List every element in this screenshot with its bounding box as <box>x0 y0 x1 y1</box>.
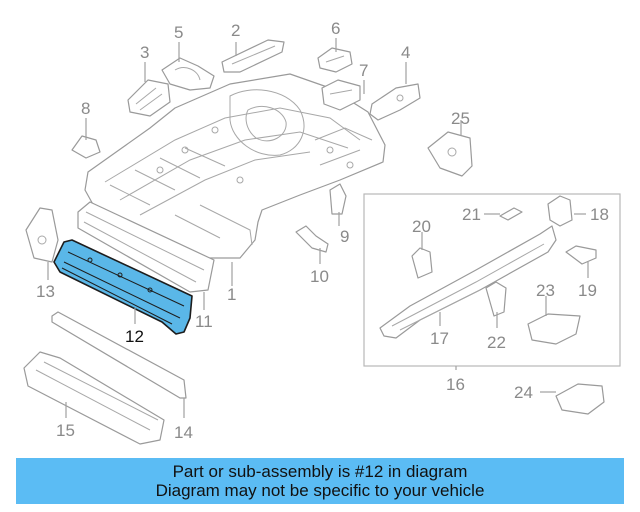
callout-10: 10 <box>310 267 329 286</box>
bracket-part-8[interactable] <box>71 135 101 159</box>
bracket-part-25[interactable] <box>427 131 473 177</box>
bracket-part-10[interactable] <box>295 225 329 253</box>
callout-18: 18 <box>590 205 609 224</box>
callout-numbers: 1 2 3 4 5 6 7 8 9 10 11 12 13 14 15 16 1… <box>36 19 609 442</box>
callout-22: 22 <box>487 333 506 352</box>
bracket-part-13[interactable] <box>25 207 59 263</box>
bracket-part-5[interactable] <box>161 57 215 91</box>
bracket-part-18[interactable] <box>547 195 573 227</box>
callout-17: 17 <box>430 329 449 348</box>
side-sill-part-17[interactable] <box>379 225 557 339</box>
callout-24: 24 <box>514 383 533 402</box>
callout-25: 25 <box>451 109 470 128</box>
callout-8: 8 <box>81 99 90 118</box>
parts-diagram: 1 2 3 4 5 6 7 8 9 10 11 12 13 14 15 16 1… <box>23 19 621 445</box>
info-banner: Part or sub-assembly is #12 in diagram D… <box>16 458 624 504</box>
callout-5: 5 <box>174 23 183 42</box>
side-member-part-15[interactable] <box>23 351 165 445</box>
banner-line-1: Part or sub-assembly is #12 in diagram <box>172 462 468 481</box>
clip-part-21[interactable] <box>499 207 523 221</box>
callout-19: 19 <box>578 281 597 300</box>
bracket-part-7[interactable] <box>321 79 361 111</box>
callout-1: 1 <box>227 285 236 304</box>
bracket-part-2[interactable] <box>221 39 285 73</box>
banner-line-2: Diagram may not be specific to your vehi… <box>155 481 485 500</box>
callout-3: 3 <box>140 43 149 62</box>
rail-part-14[interactable] <box>51 311 187 399</box>
leader-lines <box>47 38 589 418</box>
callout-20: 20 <box>412 217 431 236</box>
callout-13: 13 <box>36 282 55 301</box>
bracket-part-3[interactable] <box>127 79 171 117</box>
callout-14: 14 <box>174 423 193 442</box>
callout-21: 21 <box>462 205 481 224</box>
bracket-part-6[interactable] <box>317 47 353 73</box>
callout-6: 6 <box>331 19 340 38</box>
callout-4: 4 <box>401 43 410 62</box>
callout-2: 2 <box>231 21 240 40</box>
bracket-part-19[interactable] <box>565 245 597 265</box>
bracket-part-4[interactable] <box>369 83 421 121</box>
bracket-part-23[interactable] <box>527 313 581 345</box>
highlighted-part-12[interactable] <box>53 239 193 335</box>
callout-9: 9 <box>340 227 349 246</box>
bracket-part-22[interactable] <box>485 281 507 317</box>
callout-12: 12 <box>125 327 144 346</box>
bracket-part-24[interactable] <box>555 383 605 415</box>
bracket-part-20[interactable] <box>411 247 433 279</box>
callout-16: 16 <box>446 375 465 394</box>
callout-15: 15 <box>56 421 75 440</box>
callout-23: 23 <box>536 281 555 300</box>
bracket-part-9[interactable] <box>329 183 347 215</box>
callout-7: 7 <box>359 61 368 80</box>
sub-assembly-16-box <box>363 193 621 367</box>
callout-11: 11 <box>195 312 213 331</box>
crossmember-part-11[interactable] <box>77 201 215 293</box>
